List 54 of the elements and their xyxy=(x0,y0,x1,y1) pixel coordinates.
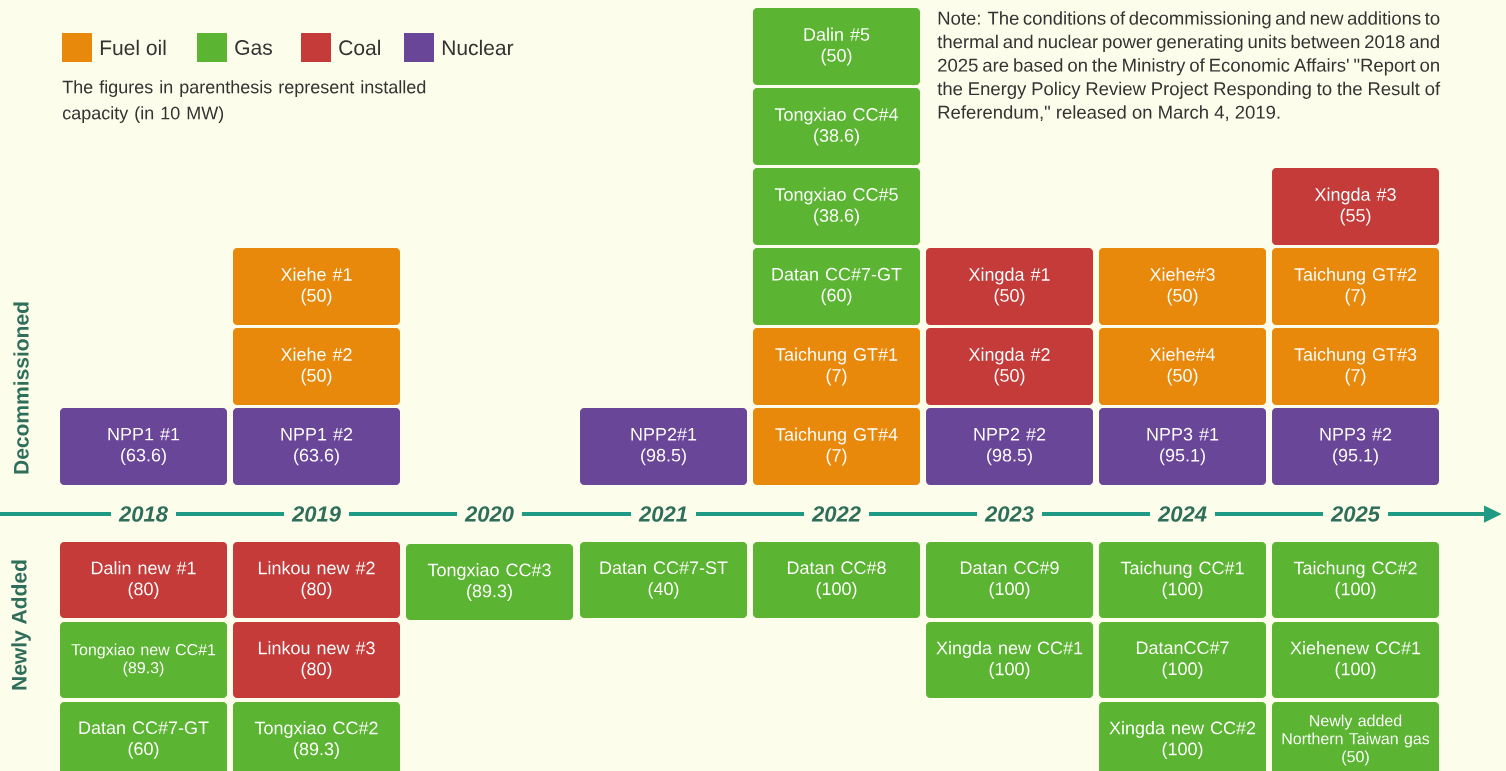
unit-box: NPP1 #2 (63.6) xyxy=(233,408,400,485)
unit-box: Xiehe #1 (50) xyxy=(233,248,400,325)
unit-box: Taichung GT#2 (7) xyxy=(1272,248,1439,325)
year-label: 2022 xyxy=(804,505,869,523)
unit-box: Datan CC#7-ST (40) xyxy=(580,542,747,618)
legend-label: Coal xyxy=(339,39,380,56)
unit-box: Taichung CC#2 (100) xyxy=(1272,542,1439,618)
unit-box: Linkou new #2 (80) xyxy=(233,542,400,618)
unit-box: Taichung GT#3 (7) xyxy=(1272,328,1439,405)
unit-box: NPP2 #2 (98.5) xyxy=(926,408,1093,485)
unit-box: Xiehenew CC#1 (100) xyxy=(1272,622,1439,698)
legend-label: Fuel oil xyxy=(100,39,166,56)
legend-label: Gas xyxy=(235,40,272,55)
unit-box: DatanCC#7 (100) xyxy=(1099,622,1266,698)
unit-box: Dalin new #1 (80) xyxy=(60,542,227,618)
unit-box: Xiehe #2 (50) xyxy=(233,328,400,405)
unit-box: Newly added Northern Taiwan gas (50) xyxy=(1272,702,1439,771)
section-label: Newly Added xyxy=(11,560,31,690)
unit-box: Xingda new CC#1 (100) xyxy=(926,622,1093,698)
unit-box: Tongxiao CC#4 (38.6) xyxy=(753,88,920,165)
section-label: Decommissioned xyxy=(13,302,29,474)
unit-box: Datan CC#9 (100) xyxy=(926,542,1093,618)
unit-box: NPP1 #1 (63.6) xyxy=(60,408,227,485)
year-label: 2024 xyxy=(1150,505,1215,523)
unit-box: NPP3 #1 (95.1) xyxy=(1099,408,1266,485)
unit-box: Tongxiao CC#5 (38.6) xyxy=(753,168,920,245)
unit-box: Tongxiao new CC#1 (89.3) xyxy=(60,622,227,698)
unit-box: Taichung GT#1 (7) xyxy=(753,328,920,405)
unit-box: Xingda new CC#2 (100) xyxy=(1099,702,1266,771)
capacity-note: The figures in parenthesis represent installed capacity (in 10 MW) xyxy=(62,80,426,123)
unit-box: Tongxiao CC#3 (89.3) xyxy=(406,544,573,620)
year-label: 2021 xyxy=(631,505,696,523)
unit-box: NPP2#1 (98.5) xyxy=(580,408,747,485)
year-label: 2023 xyxy=(977,505,1042,523)
year-label: 2019 xyxy=(284,505,349,523)
year-label: 2025 xyxy=(1323,505,1388,523)
unit-box: Xingda #2 (50) xyxy=(926,328,1093,405)
unit-box: Taichung GT#4 (7) xyxy=(753,408,920,485)
year-label: 2020 xyxy=(457,505,522,523)
note-text: Note: The conditions of decommissioning and new additions to thermal and nuclear power generating units between 2018 and 2025 are based on the Ministry of Economic Affairs' "Report on the Energy Policy Review Project Responding to the Result of Referendum," released on March 4, 2019. xyxy=(937,11,1441,121)
unit-box: Dalin #5 (50) xyxy=(753,8,920,85)
unit-box: Xingda #1 (50) xyxy=(926,248,1093,325)
legend-label: Nuclear xyxy=(442,39,514,56)
unit-box: Xiehe#4 (50) xyxy=(1099,328,1266,405)
year-label: 2018 xyxy=(111,505,176,523)
unit-box: Xiehe#3 (50) xyxy=(1099,248,1266,325)
unit-box: Datan CC#7-GT (60) xyxy=(60,702,227,771)
unit-box: Tongxiao CC#2 (89.3) xyxy=(233,702,400,771)
unit-box: Linkou new #3 (80) xyxy=(233,622,400,698)
unit-box: Datan CC#8 (100) xyxy=(753,542,920,618)
unit-box: Taichung CC#1 (100) xyxy=(1099,542,1266,618)
unit-box: Datan CC#7-GT (60) xyxy=(753,248,920,325)
unit-box: NPP3 #2 (95.1) xyxy=(1272,408,1439,485)
unit-box: Xingda #3 (55) xyxy=(1272,168,1439,245)
